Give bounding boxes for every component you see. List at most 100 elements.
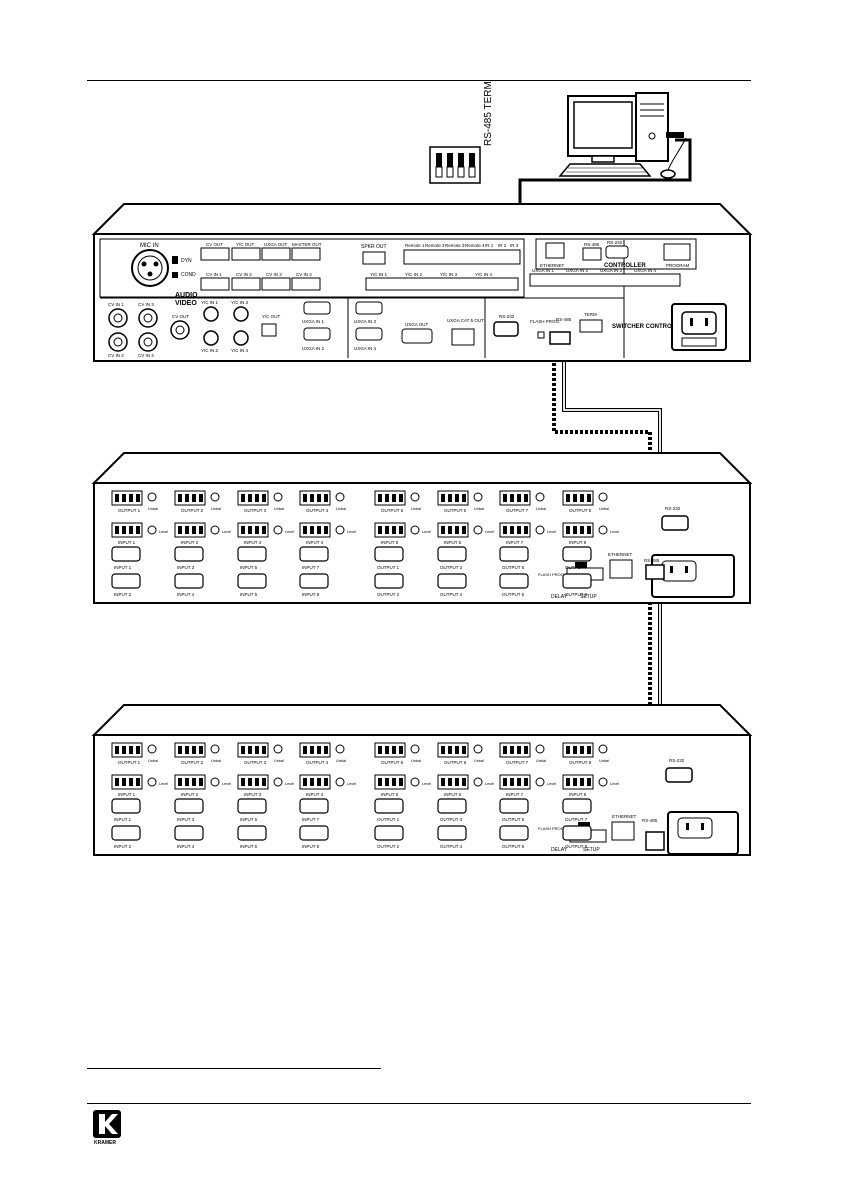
remote-label: Remote 3 bbox=[445, 243, 465, 248]
dyn-label: DYN bbox=[181, 258, 192, 264]
vga-label: OUTPUT 4 bbox=[440, 592, 463, 597]
vga-label: INPUT 7 bbox=[302, 817, 320, 822]
terminal-pin bbox=[129, 778, 133, 786]
controller-label: CONTROLLER bbox=[604, 263, 646, 269]
cv-in-audio-label: CV IN 3 bbox=[266, 272, 282, 277]
terminal-pin bbox=[136, 494, 140, 502]
unbal-jack bbox=[535, 492, 545, 502]
rs485-cable-2 bbox=[552, 343, 652, 840]
vga-connector bbox=[237, 573, 267, 589]
input-label: INPUT 4 bbox=[306, 540, 324, 545]
unbal-label: Unbal bbox=[211, 507, 221, 511]
input-label: INPUT 6 bbox=[444, 540, 462, 545]
terminal-pin bbox=[185, 526, 189, 534]
terminal-pin bbox=[566, 778, 570, 786]
output-terminal-block bbox=[499, 490, 531, 506]
unbal-jack bbox=[473, 492, 483, 502]
terminal-pin bbox=[199, 778, 203, 786]
terminal-pin bbox=[199, 746, 203, 754]
level-label: Level bbox=[347, 530, 356, 534]
unbal-label: Unbal bbox=[274, 759, 284, 763]
vga-connector bbox=[562, 573, 592, 589]
terminal-pin bbox=[303, 746, 307, 754]
terminal-pin bbox=[503, 778, 507, 786]
unbal-jack bbox=[598, 744, 608, 754]
output-label: OUTPUT 3 bbox=[244, 508, 267, 513]
terminal-pin bbox=[587, 778, 591, 786]
terminal-pin bbox=[262, 494, 266, 502]
input-label: INPUT 8 bbox=[569, 792, 587, 797]
terminal-pin bbox=[324, 494, 328, 502]
input-terminal-block bbox=[374, 774, 406, 790]
level-label: Level bbox=[159, 530, 168, 534]
input-label: INPUT 2 bbox=[181, 792, 199, 797]
terminal-pin bbox=[129, 526, 133, 534]
output-label: OUTPUT 3 bbox=[244, 760, 267, 765]
terminal-pin bbox=[178, 778, 182, 786]
terminal-pin bbox=[462, 778, 466, 786]
vga-connector bbox=[562, 825, 592, 841]
controller-rs485-label: RS-485 bbox=[584, 242, 600, 247]
uxga-out-video-label: UXGA OUT bbox=[405, 322, 429, 327]
terminal-pin bbox=[580, 494, 584, 502]
matrix-rs485-label: RS-485 bbox=[644, 558, 660, 563]
terminal-pin bbox=[122, 526, 126, 534]
input-label: INPUT 7 bbox=[506, 540, 524, 545]
output-label: OUTPUT 5 bbox=[381, 508, 404, 513]
switcher-rs232-label: RS-232 bbox=[499, 314, 515, 319]
terminal-pin bbox=[255, 778, 259, 786]
unbal-jack bbox=[473, 744, 483, 754]
vga-connector bbox=[174, 825, 204, 841]
vga-connector bbox=[437, 798, 467, 814]
input-label: INPUT 5 bbox=[381, 540, 399, 545]
terminal-pin bbox=[241, 494, 245, 502]
yc-in-label: Y/C IN 4 bbox=[231, 348, 249, 353]
level-label: Level bbox=[222, 530, 231, 534]
level-knob bbox=[210, 777, 220, 787]
remote-label: Remote 4 bbox=[465, 243, 485, 248]
unbal-jack bbox=[598, 492, 608, 502]
terminal-pin bbox=[385, 526, 389, 534]
input-terminal-block bbox=[437, 774, 469, 790]
terminal-pin bbox=[115, 778, 119, 786]
level-knob bbox=[535, 525, 545, 535]
yc-in-label: Y/C IN 2 bbox=[201, 348, 219, 353]
unbal-jack bbox=[147, 744, 157, 754]
matrix-rs232-label: RS-232 bbox=[669, 758, 685, 763]
input-label: INPUT 6 bbox=[444, 792, 462, 797]
vga-connector bbox=[299, 546, 329, 562]
input-label: INPUT 7 bbox=[506, 792, 524, 797]
terminal-pin bbox=[455, 526, 459, 534]
vga-label: OUTPUT 5 bbox=[502, 817, 525, 822]
terminal-pin bbox=[392, 526, 396, 534]
terminal-pin bbox=[455, 494, 459, 502]
terminal-pin bbox=[192, 746, 196, 754]
output-label: OUTPUT 8 bbox=[569, 760, 592, 765]
terminal-pin bbox=[392, 494, 396, 502]
output-label: OUTPUT 1 bbox=[118, 508, 141, 513]
vga-connector bbox=[299, 798, 329, 814]
terminal-pin bbox=[136, 746, 140, 754]
vga-connector bbox=[374, 825, 404, 841]
vga-connector bbox=[111, 573, 141, 589]
input-terminal-block bbox=[111, 522, 143, 538]
terminal-pin bbox=[248, 778, 252, 786]
input-terminal-block bbox=[237, 774, 269, 790]
video-label: VIDEO bbox=[175, 300, 197, 307]
unbal-jack bbox=[273, 744, 283, 754]
terminal-pin bbox=[573, 526, 577, 534]
spkr-out-label: SPKR OUT bbox=[361, 244, 387, 250]
terminal-pin bbox=[199, 526, 203, 534]
level-label: Level bbox=[159, 782, 168, 786]
terminal-pin bbox=[115, 746, 119, 754]
terminal-pin bbox=[510, 778, 514, 786]
program-label: PROGRAM bbox=[666, 263, 690, 268]
output-terminal-block bbox=[499, 742, 531, 758]
terminal-pin bbox=[136, 778, 140, 786]
terminal-pin bbox=[385, 494, 389, 502]
terminal-pin bbox=[399, 494, 403, 502]
remote-label: IR 1 bbox=[485, 243, 494, 248]
logo-text: KRAMER bbox=[94, 1140, 116, 1146]
audio-label: AUDIO bbox=[175, 292, 198, 299]
